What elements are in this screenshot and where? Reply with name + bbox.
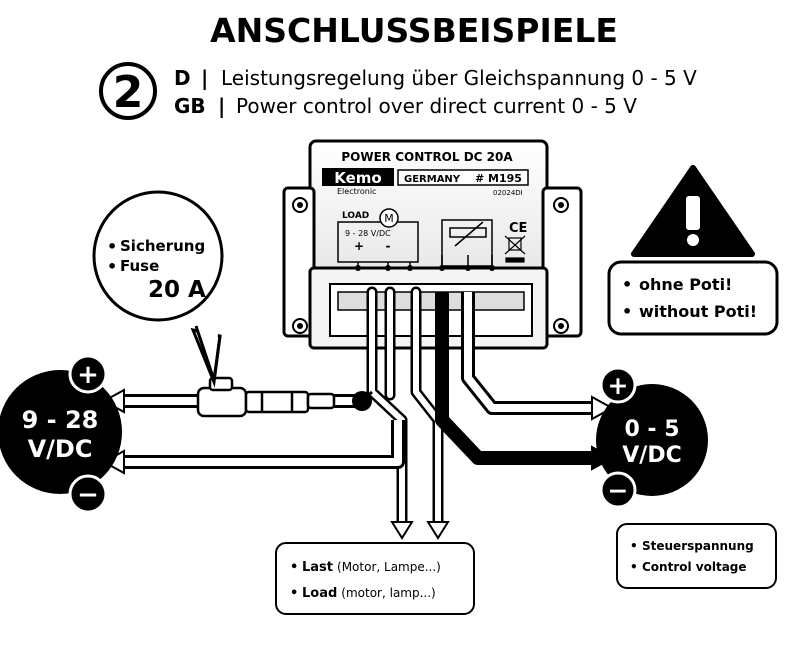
control-label-de: Steuerspannung xyxy=(642,539,754,553)
lang-separator-gb: | xyxy=(218,94,225,118)
voltage-label: 9 - 28 V/DC xyxy=(345,229,391,238)
terminal-dot xyxy=(385,265,391,271)
brand-logo: Kemo xyxy=(334,169,381,187)
control-bullet-2: • xyxy=(630,560,638,574)
lang-code-gb: GB xyxy=(174,94,206,118)
warning-bullet-2: • xyxy=(622,302,632,321)
control-info-box xyxy=(616,523,777,589)
control-plus-arrow-icon xyxy=(591,395,615,421)
control-bullet-1: • xyxy=(630,539,638,553)
fuse-rating: 20 A xyxy=(148,277,206,303)
supply-source xyxy=(0,370,122,494)
description-de: Leistungsregelung über Gleichspannung 0 … xyxy=(221,66,697,90)
module-title: POWER CONTROL DC 20A xyxy=(341,150,513,164)
ce-mark: CE xyxy=(509,221,527,236)
step-number-circle xyxy=(99,62,157,120)
step-number: 2 xyxy=(113,67,144,118)
motor-icon xyxy=(379,208,399,228)
brand-subtitle: Electronic xyxy=(337,187,376,196)
supply-voltage-range: 9 - 28 xyxy=(22,406,99,434)
module-schematic xyxy=(337,219,493,268)
supply-plus-sign: + xyxy=(77,360,99,390)
load-wires xyxy=(366,286,444,528)
warning-text-gb: without Poti! xyxy=(639,302,757,321)
power-control-module: POWER CONTROL DC 20A Kemo Electronic GER… xyxy=(282,139,583,350)
fuse-callout xyxy=(92,190,224,388)
load-line-gb: Load (motor, lamp...) xyxy=(302,586,436,601)
load-label-de: Last xyxy=(302,560,333,575)
supply-voltage-unit: V/DC xyxy=(28,435,93,463)
load-line-de: Last (Motor, Lampe...) xyxy=(302,560,441,575)
load-arrow-icon xyxy=(426,521,450,540)
weee-bin-icon xyxy=(504,235,526,263)
warning-box xyxy=(607,260,779,336)
terminal-dot xyxy=(355,265,361,271)
origin-label: GERMANY xyxy=(404,174,461,185)
minus-terminal-label: - xyxy=(386,239,391,253)
motor-symbol: M xyxy=(384,212,394,225)
page-title: ANSCHLUSSBEISPIELE xyxy=(210,11,618,50)
terminal-dot xyxy=(407,265,413,271)
fuse-bullet-2: • xyxy=(107,257,117,276)
load-label: LOAD xyxy=(342,211,369,221)
model-number: # M195 xyxy=(475,172,522,185)
control-voltage-source xyxy=(596,384,708,496)
supply-plus-badge xyxy=(68,354,108,394)
fuse-label-de: Sicherung xyxy=(120,237,205,255)
control-plus-sign: + xyxy=(608,371,629,400)
load-bullet-1: • xyxy=(290,560,298,575)
load-detail-gb: (motor, lamp...) xyxy=(341,586,435,600)
fuse-holder-icon xyxy=(196,376,336,418)
terminal-dot xyxy=(465,265,471,271)
load-detail-de: (Motor, Lampe...) xyxy=(337,560,441,574)
warning-bullet-1: • xyxy=(622,275,632,294)
lang-separator-de: | xyxy=(201,66,208,90)
part-code: 02024DI xyxy=(493,189,523,197)
terminal-dot xyxy=(439,265,445,271)
description-gb: Power control over direct current 0 - 5 … xyxy=(236,94,637,118)
load-info-box xyxy=(275,542,475,615)
load-arrow-icon xyxy=(390,521,414,540)
terminal-dot xyxy=(489,265,495,271)
load-label-gb: Load xyxy=(302,586,337,601)
supply-minus-badge xyxy=(68,474,108,514)
control-plus-badge xyxy=(599,366,637,404)
load-bullet-2: • xyxy=(290,586,298,601)
lang-code-de: D xyxy=(174,66,191,90)
control-minus-sign: − xyxy=(608,476,629,505)
control-label-gb: Control voltage xyxy=(642,560,747,574)
warning-icon xyxy=(631,165,755,257)
plus-terminal-label: + xyxy=(354,239,364,253)
supply-minus-sign: − xyxy=(77,480,99,510)
control-voltage-range: 0 - 5 xyxy=(624,417,679,442)
fuse-label-gb: Fuse xyxy=(120,257,159,275)
control-minus-badge xyxy=(599,471,637,509)
fuse-bullet-1: • xyxy=(107,237,117,256)
warning-text-de: ohne Poti! xyxy=(639,275,732,294)
control-voltage-unit: V/DC xyxy=(622,443,681,468)
